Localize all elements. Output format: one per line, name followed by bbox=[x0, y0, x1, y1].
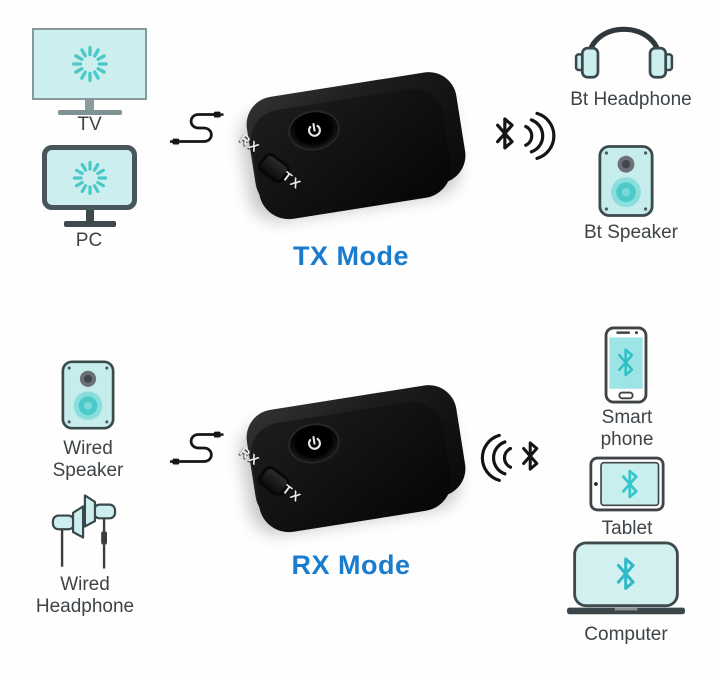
pc-base bbox=[63, 221, 116, 227]
adapter-body bbox=[242, 68, 470, 212]
smartphone-icon bbox=[604, 326, 648, 404]
loading-spinner-icon bbox=[71, 46, 108, 82]
tv-stand bbox=[85, 100, 94, 110]
speaker-icon bbox=[61, 360, 115, 430]
wired-speaker-label: Wired Speaker bbox=[52, 438, 124, 481]
pc-icon bbox=[42, 145, 137, 227]
bluetooth-waves-right-icon bbox=[496, 111, 556, 160]
tablet-label: Tablet bbox=[601, 518, 653, 539]
power-button-icon bbox=[287, 421, 341, 465]
smartphone-label: Smart phone bbox=[600, 407, 654, 450]
rx-mode-label: RX Mode bbox=[291, 550, 411, 580]
loading-spinner-icon bbox=[72, 160, 107, 195]
bt-speaker-label: Bt Speaker bbox=[584, 222, 678, 243]
audio-cable-icon bbox=[170, 430, 224, 466]
speaker-icon bbox=[598, 145, 654, 217]
pc-label: PC bbox=[75, 230, 103, 251]
bt-headphone-label: Bt Headphone bbox=[570, 89, 692, 110]
earbuds-icon bbox=[51, 494, 117, 569]
tx-mode-label: TX Mode bbox=[293, 241, 409, 271]
headphone-icon bbox=[574, 26, 674, 79]
tv-base bbox=[57, 110, 122, 115]
tablet-icon bbox=[589, 456, 665, 512]
bt-adapter-device: RX TX bbox=[226, 68, 476, 240]
laptop-icon bbox=[567, 541, 685, 615]
waves-left-bluetooth-icon bbox=[480, 433, 539, 482]
tv-label: TV bbox=[77, 114, 102, 135]
power-button-icon bbox=[287, 108, 341, 152]
bt-adapter-device: RX TX bbox=[226, 381, 476, 553]
wired-headphone-label: Wired Headphone bbox=[35, 574, 135, 617]
tv-screen bbox=[32, 28, 147, 100]
computer-label: Computer bbox=[584, 624, 668, 645]
adapter-body bbox=[242, 381, 470, 525]
pc-stand bbox=[85, 210, 94, 221]
tv-icon bbox=[32, 28, 147, 115]
pc-screen bbox=[42, 145, 137, 210]
audio-cable-icon bbox=[170, 110, 224, 146]
